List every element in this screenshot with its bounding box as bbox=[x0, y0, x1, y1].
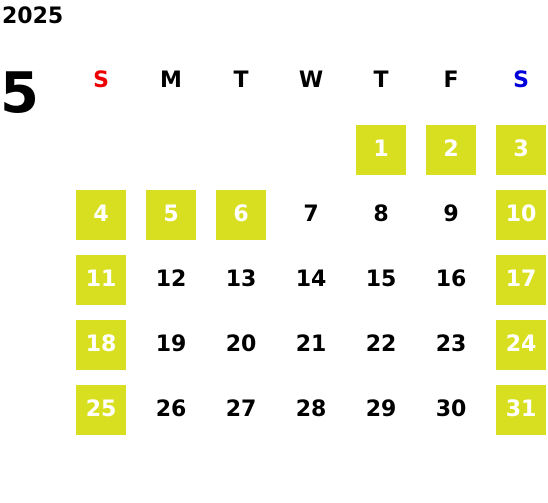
calendar-day-highlighted[interactable]: 31 bbox=[496, 385, 546, 435]
calendar-day[interactable]: 8 bbox=[373, 202, 389, 227]
calendar-day[interactable]: 28 bbox=[295, 397, 327, 422]
weekday-header: T bbox=[233, 68, 249, 93]
calendar-day[interactable]: 13 bbox=[225, 267, 257, 292]
calendar-day-highlighted[interactable]: 1 bbox=[356, 125, 406, 175]
calendar-day[interactable]: 9 bbox=[443, 202, 459, 227]
calendar-day[interactable]: 14 bbox=[295, 267, 327, 292]
calendar-day-highlighted[interactable]: 3 bbox=[496, 125, 546, 175]
calendar-day[interactable]: 7 bbox=[303, 202, 319, 227]
weekday-header: M bbox=[160, 68, 182, 93]
weekday-header: S bbox=[513, 68, 529, 93]
calendar-day-highlighted[interactable]: 5 bbox=[146, 190, 196, 240]
calendar-day-highlighted[interactable]: 24 bbox=[496, 320, 546, 370]
weekday-header: T bbox=[373, 68, 389, 93]
calendar-day[interactable]: 19 bbox=[155, 332, 187, 357]
calendar-day[interactable]: 30 bbox=[435, 397, 467, 422]
calendar-day[interactable]: 29 bbox=[365, 397, 397, 422]
calendar-day[interactable]: 15 bbox=[365, 267, 397, 292]
calendar-day[interactable]: 16 bbox=[435, 267, 467, 292]
calendar-day[interactable]: 22 bbox=[365, 332, 397, 357]
calendar-day[interactable]: 21 bbox=[295, 332, 327, 357]
calendar-day[interactable]: 23 bbox=[435, 332, 467, 357]
calendar-day-highlighted[interactable]: 10 bbox=[496, 190, 546, 240]
calendar-day[interactable]: 27 bbox=[225, 397, 257, 422]
calendar-day-highlighted[interactable]: 18 bbox=[76, 320, 126, 370]
calendar-year: 2025 bbox=[2, 4, 64, 29]
calendar-day[interactable]: 26 bbox=[155, 397, 187, 422]
weekday-header: S bbox=[93, 68, 109, 93]
calendar-day-highlighted[interactable]: 11 bbox=[76, 255, 126, 305]
calendar-day[interactable]: 20 bbox=[225, 332, 257, 357]
calendar-day-highlighted[interactable]: 2 bbox=[426, 125, 476, 175]
calendar-day-highlighted[interactable]: 17 bbox=[496, 255, 546, 305]
calendar-day-highlighted[interactable]: 4 bbox=[76, 190, 126, 240]
calendar-month: 5 bbox=[0, 61, 39, 126]
calendar-day-highlighted[interactable]: 25 bbox=[76, 385, 126, 435]
calendar-day-highlighted[interactable]: 6 bbox=[216, 190, 266, 240]
calendar-day[interactable]: 12 bbox=[155, 267, 187, 292]
weekday-header: W bbox=[298, 68, 324, 93]
weekday-header: F bbox=[443, 68, 459, 93]
